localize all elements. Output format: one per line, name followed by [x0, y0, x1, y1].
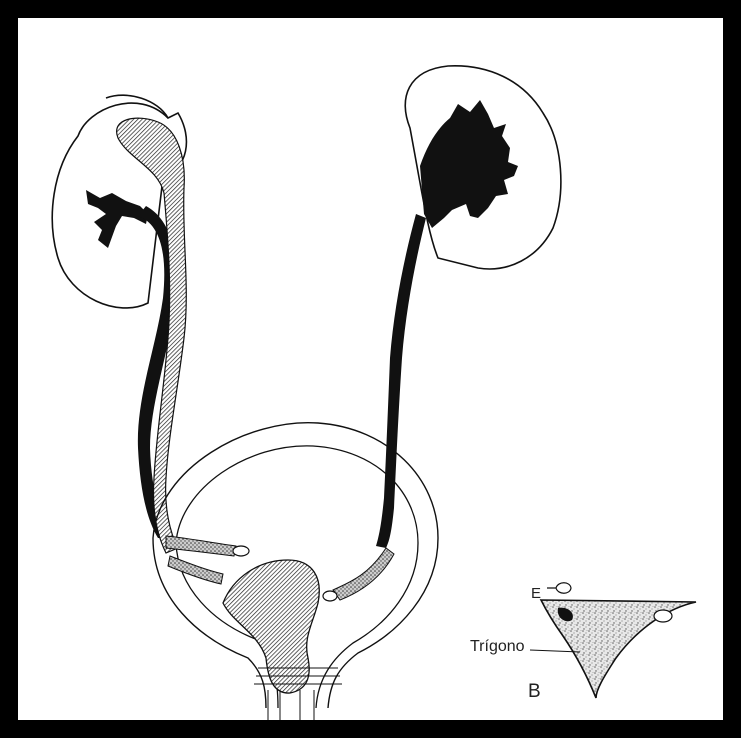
right-intramural-segment — [333, 548, 394, 600]
hatched-ureterocele — [223, 560, 319, 693]
e-pointer — [547, 583, 571, 594]
left-ureteral-orifice — [233, 546, 249, 556]
urinary-tract-diagram — [18, 18, 723, 720]
panel-label-b: B — [528, 681, 541, 703]
label-e: E — [531, 585, 541, 602]
right-ureter — [376, 214, 426, 548]
right-ureteral-orifice — [323, 591, 337, 601]
label-trigono: Trígono — [470, 638, 525, 656]
trigone-right-orifice — [654, 610, 672, 622]
figure-sheet: E Trígono B — [18, 18, 723, 720]
urethra-lines — [254, 668, 342, 720]
left-intramural-segment-lower — [168, 556, 223, 584]
